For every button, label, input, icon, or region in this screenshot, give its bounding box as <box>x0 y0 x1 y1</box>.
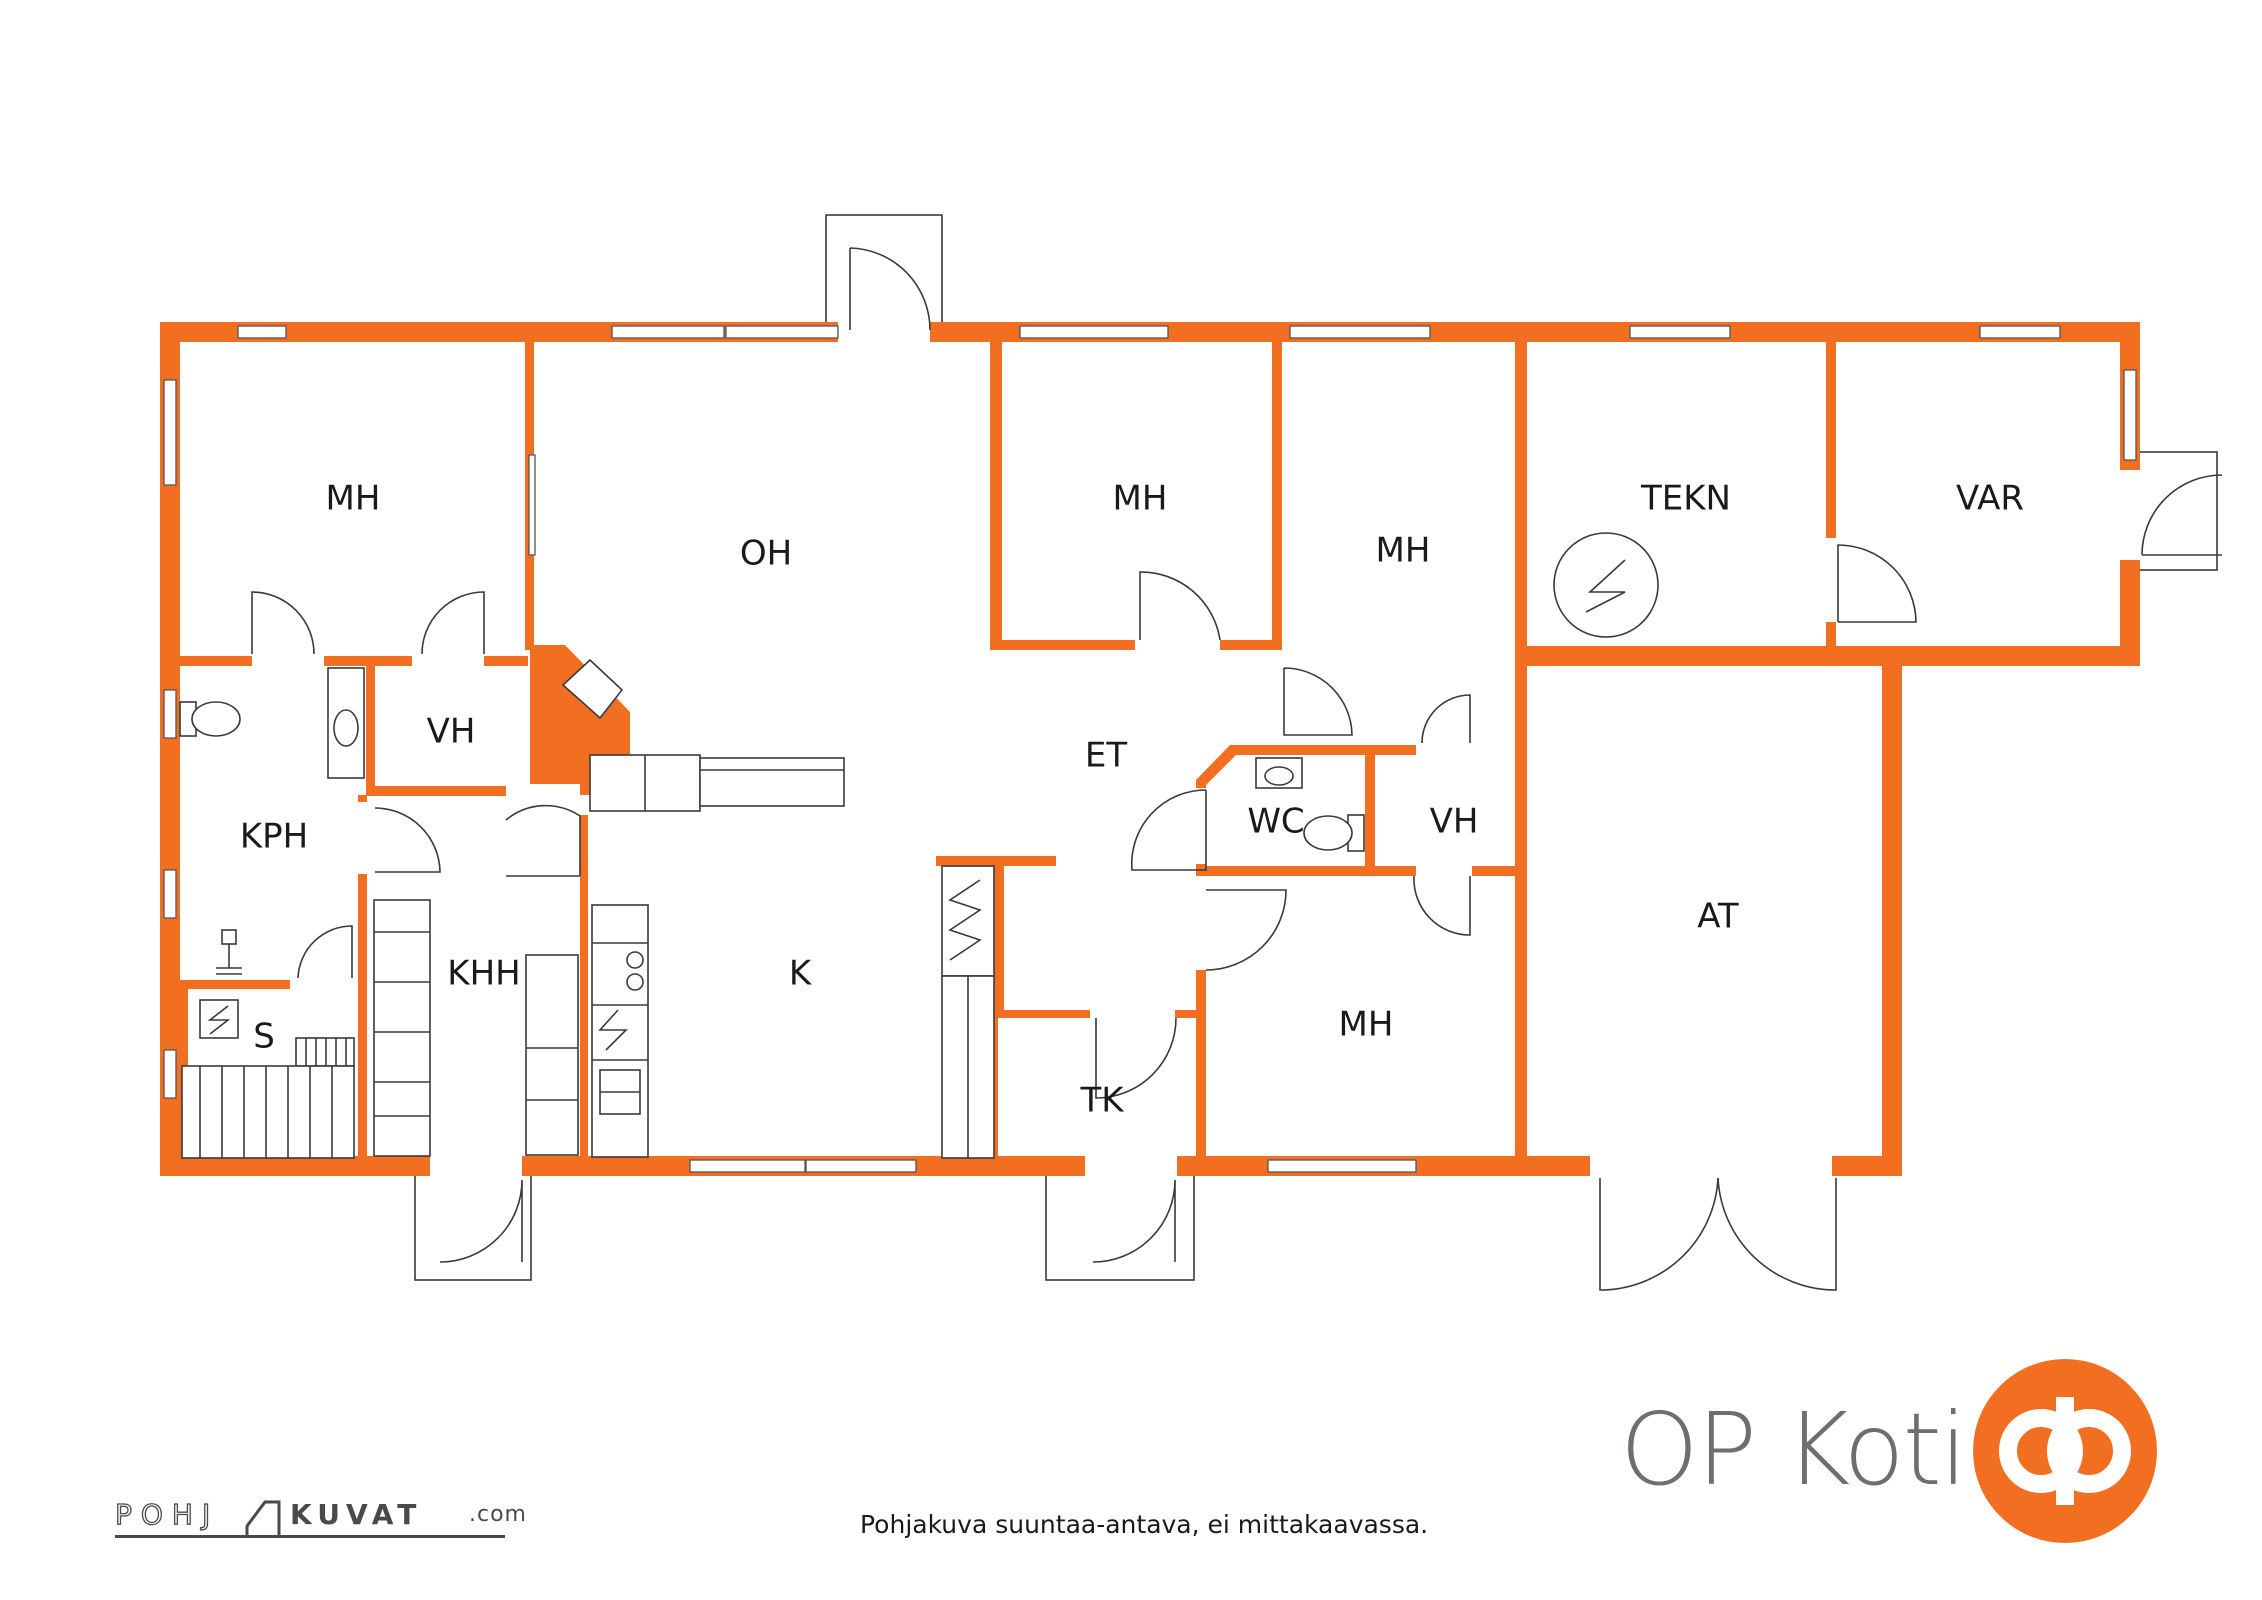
windows <box>163 325 2137 1173</box>
room-label-et: ET <box>1085 736 1127 776</box>
shower-icon <box>216 929 242 975</box>
khh-shelves <box>373 899 579 1157</box>
vendor-logo: POHJ KUVAT .com <box>114 1490 526 1540</box>
brand-block: OP Koti <box>1620 1355 2260 1555</box>
vendor-logo-mark-icon <box>245 1500 281 1536</box>
vendor-logo-part2: KUVAT <box>290 1498 423 1531</box>
room-label-s: S <box>253 1017 275 1057</box>
room-label-k: K <box>789 954 813 994</box>
room-label-vh: VH <box>1430 802 1479 842</box>
wc-sink-icon <box>1255 757 1303 789</box>
room-label-var: VAR <box>1956 479 2024 519</box>
room-label-vh: VH <box>427 712 476 752</box>
room-label-mh: MH <box>1113 479 1168 519</box>
fixtures <box>179 532 1659 1159</box>
room-labels: MH OH MH MH TEKN VAR VH KPH S KHH K ET W… <box>240 479 2024 1121</box>
vendor-logo-underline <box>115 1535 505 1538</box>
disclaimer-text: Pohjakuva suuntaa-antava, ei mittakaavas… <box>860 1510 1429 1539</box>
room-label-oh: OH <box>740 534 792 574</box>
op-logo-icon <box>1973 1359 2157 1543</box>
room-label-khh: KHH <box>447 954 520 994</box>
sauna-stove-icon <box>199 999 239 1039</box>
kitchen-counters <box>561 658 845 1158</box>
tekn-boiler-icon <box>1553 532 1659 638</box>
room-label-mh: MH <box>1376 531 1431 571</box>
brand-name: OP Koti <box>1620 1391 1968 1508</box>
door-openings <box>252 320 2142 1178</box>
kph-toilet-icon <box>179 701 241 737</box>
door-swings <box>251 247 2223 1291</box>
kitchen-tall-cabinets <box>941 865 995 1159</box>
room-label-wc: WC <box>1247 802 1304 842</box>
vendor-logo-part3: .com <box>469 1502 527 1527</box>
room-label-mh: MH <box>326 479 381 519</box>
room-label-kph: KPH <box>240 817 308 857</box>
wc-toilet-icon <box>1303 814 1365 852</box>
kph-sink-icon <box>327 667 365 779</box>
vendor-logo-part1: POHJ <box>114 1497 220 1531</box>
sauna-benches <box>181 1037 355 1159</box>
room-label-mh: MH <box>1339 1005 1394 1045</box>
room-label-tk: TK <box>1079 1081 1125 1121</box>
room-label-tekn: TEKN <box>1640 479 1731 519</box>
room-label-at: AT <box>1697 897 1739 937</box>
